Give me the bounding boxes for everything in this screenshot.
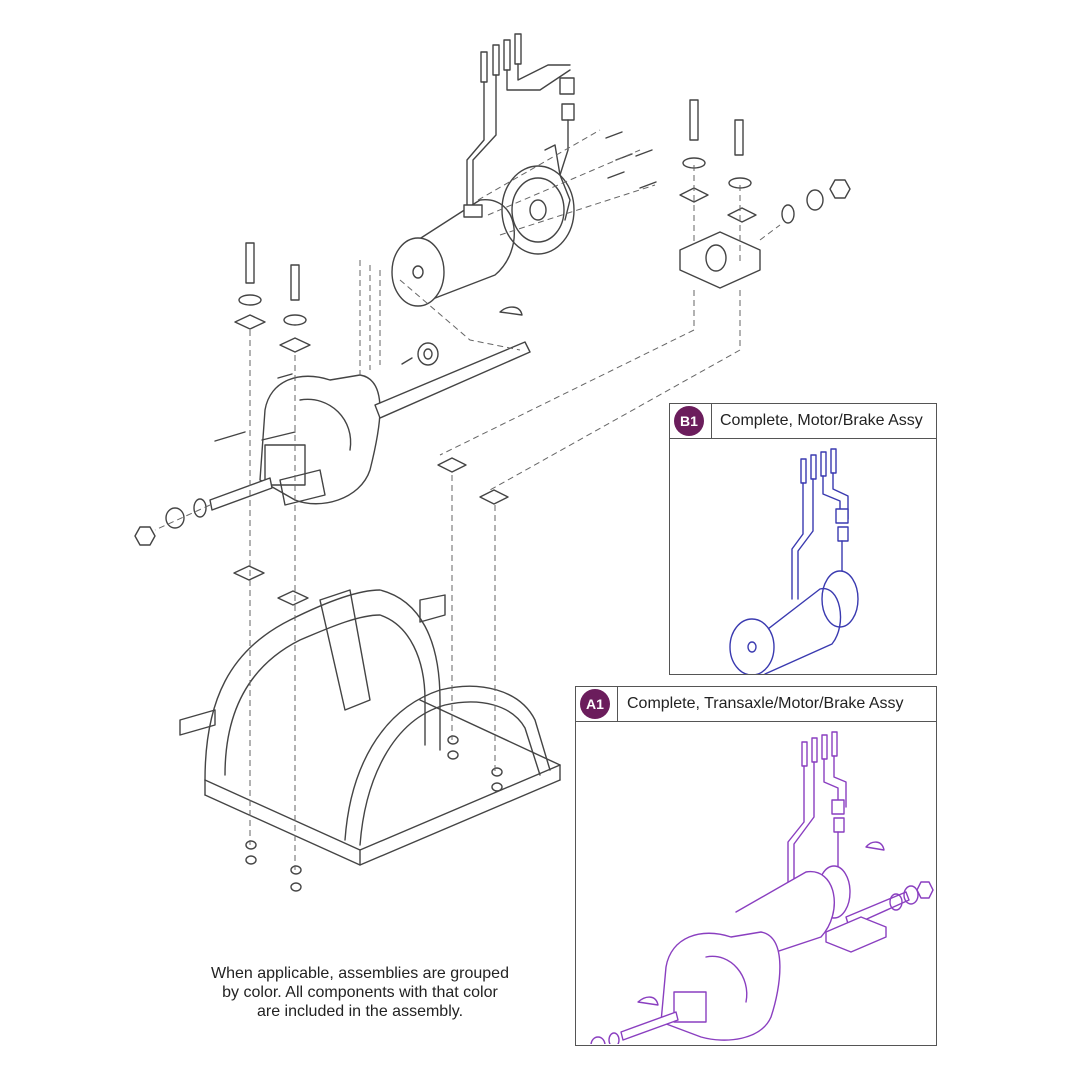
axle-hardware-right bbox=[781, 179, 851, 224]
frame-nuts bbox=[245, 735, 503, 892]
mount-hardware-left bbox=[234, 242, 311, 353]
a1-inset-header: A1 Complete, Transaxle/Motor/Brake Assy bbox=[576, 687, 936, 722]
assembly-color-caption: When applicable, assemblies are grouped … bbox=[170, 964, 550, 1021]
alignment-lines bbox=[154, 129, 781, 870]
wire-harness bbox=[466, 33, 575, 216]
frame bbox=[179, 589, 561, 866]
a1-transaxle-motor-brake-drawing bbox=[590, 731, 934, 1044]
a1-header-divider bbox=[617, 687, 618, 721]
b1-motor-brake-drawing bbox=[729, 448, 859, 674]
transaxle-housing bbox=[259, 374, 381, 506]
b1-inset-panel: B1 Complete, Motor/Brake Assy bbox=[669, 403, 937, 675]
a1-badge: A1 bbox=[580, 689, 610, 719]
drive-motor bbox=[391, 199, 515, 307]
b1-inset-header: B1 Complete, Motor/Brake Assy bbox=[670, 404, 936, 439]
b1-badge: B1 bbox=[674, 406, 704, 436]
b1-title: Complete, Motor/Brake Assy bbox=[720, 412, 923, 429]
axle-shaft bbox=[209, 306, 531, 511]
b1-header-divider bbox=[711, 404, 712, 438]
axle-hardware-left bbox=[134, 498, 207, 546]
caption-line-1: When applicable, assemblies are grouped bbox=[211, 965, 509, 982]
mount-hardware-upper bbox=[679, 99, 761, 289]
caption-line-3: are included in the assembly. bbox=[256, 1003, 464, 1020]
isolator-pads bbox=[233, 457, 509, 606]
a1-title: Complete, Transaxle/Motor/Brake Assy bbox=[627, 695, 904, 712]
caption-line-2: by color. All components with that color bbox=[222, 984, 498, 1001]
a1-inset-panel: A1 Complete, Transaxle/Motor/Brake Assy bbox=[575, 686, 937, 1046]
brake-disc bbox=[501, 144, 575, 255]
